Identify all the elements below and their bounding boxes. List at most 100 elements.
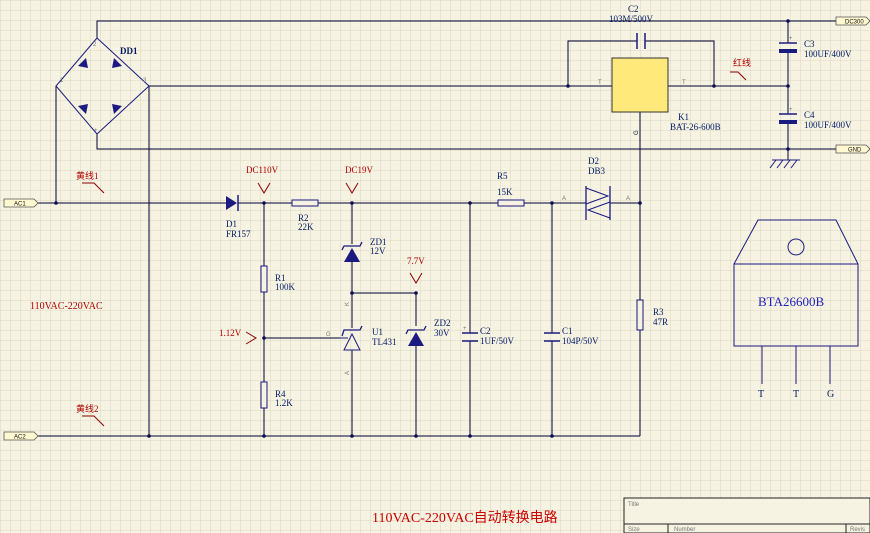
zener-zd1: ZD1 12V (341, 237, 387, 262)
svg-text:C4: C4 (804, 110, 815, 120)
svg-text:T: T (793, 389, 799, 400)
flag-red-wire: 红线 (730, 57, 751, 81)
svg-text:3: 3 (143, 78, 147, 84)
svg-text:+: + (94, 128, 98, 134)
junctions (54, 19, 790, 438)
port-ac1: AC1 (3, 198, 39, 208)
svg-text:1.2K: 1.2K (275, 398, 293, 408)
svg-text:黄线1: 黄线1 (76, 170, 99, 181)
svg-text:R5: R5 (497, 171, 508, 181)
svg-text:D2: D2 (588, 156, 599, 166)
svg-text:100UF/400V: 100UF/400V (804, 49, 852, 59)
svg-text:100UF/400V: 100UF/400V (804, 120, 852, 130)
package-bta26600b: BTA26600B T T G (733, 219, 859, 400)
flag-1v12: 1.12V (219, 328, 257, 345)
flag-7v7: 7.7V (407, 256, 425, 284)
port-gnd: GND (835, 144, 870, 154)
svg-text:104P/50V: 104P/50V (562, 336, 599, 346)
capacitor-c2-top: C2 103M/500V (609, 4, 654, 49)
supply-note: 110VAC-220VAC (30, 301, 103, 312)
svg-text:30V: 30V (434, 328, 450, 338)
svg-text:红线: 红线 (733, 57, 751, 68)
svg-text:T: T (758, 389, 764, 400)
svg-text:Number: Number (674, 527, 695, 533)
svg-text:D1: D1 (226, 219, 237, 229)
svg-text:DC110V: DC110V (246, 165, 279, 175)
capacitor-c1: C1 104P/50V (544, 326, 599, 346)
svg-text:BAT-26-600B: BAT-26-600B (670, 122, 721, 132)
svg-text:GND: GND (848, 148, 862, 154)
svg-text:G: G (634, 130, 640, 135)
regulator-u1: U1 TL431 G K A (326, 302, 397, 375)
svg-text:1.12V: 1.12V (219, 328, 242, 338)
svg-text:100K: 100K (275, 282, 296, 292)
svg-text:T: T (598, 80, 602, 86)
svg-text:K: K (345, 302, 351, 306)
svg-text:DB3: DB3 (588, 166, 606, 176)
svg-text:ZD1: ZD1 (370, 237, 387, 247)
resistor-r2: R2 22K (291, 199, 319, 232)
svg-text:+: + (789, 36, 793, 42)
svg-text:G: G (827, 389, 834, 400)
resistor-r1: R1 100K (260, 265, 296, 293)
svg-text:BTA26600B: BTA26600B (758, 294, 824, 309)
resistor-r3: R3 47R (636, 299, 668, 331)
svg-text:103M/500V: 103M/500V (609, 14, 654, 24)
port-ac2: AC2 (3, 431, 39, 441)
svg-text:FR157: FR157 (226, 229, 251, 239)
svg-text:K1: K1 (678, 112, 689, 122)
svg-text:T: T (682, 80, 686, 86)
svg-text:AC2: AC2 (14, 435, 26, 441)
svg-text:A: A (345, 371, 351, 375)
wires (38, 20, 840, 437)
svg-text:12V: 12V (370, 246, 386, 256)
svg-text:R4: R4 (275, 389, 286, 399)
svg-text:7.7V: 7.7V (407, 256, 425, 266)
svg-text:R1: R1 (275, 273, 286, 283)
flag-dc19v: DC19V (345, 165, 374, 194)
svg-text:Revis: Revis (850, 527, 865, 533)
svg-text:AC1: AC1 (14, 202, 26, 208)
svg-text:47R: 47R (653, 317, 668, 327)
svg-text:2: 2 (93, 42, 97, 48)
flag-dc110v: DC110V (246, 165, 279, 194)
svg-text:DC300: DC300 (845, 20, 864, 26)
diode-d1: D1 FR157 (226, 195, 251, 239)
svg-text:A: A (626, 196, 630, 202)
svg-text:C3: C3 (804, 39, 815, 49)
svg-text:A: A (562, 196, 566, 202)
svg-text:22K: 22K (298, 222, 314, 232)
svg-text:C2: C2 (480, 326, 491, 336)
diagram-title: 110VAC-220VAC自动转换电路 (372, 509, 558, 526)
svg-text:1: 1 (60, 78, 64, 84)
svg-text:Size: Size (628, 527, 640, 533)
bridge-rectifier-dd1: DD1 2 1 3 + (55, 37, 150, 135)
title-block: Title Size Number Revis (623, 497, 870, 533)
svg-text:G: G (326, 332, 331, 338)
zener-zd2: ZD2 30V (405, 318, 451, 346)
svg-text:U1: U1 (372, 327, 383, 337)
triac-k1: T T G K1 BAT-26-600B (598, 57, 721, 135)
svg-text:1UF/50V: 1UF/50V (480, 336, 515, 346)
ground-symbol (769, 159, 800, 169)
resistor-r4: R4 1.2K (260, 381, 293, 409)
resistor-r5: R5 15K (497, 171, 525, 207)
capacitor-c2: + C2 1UF/50V (462, 326, 515, 346)
diac-d2: D2 DB3 A A (562, 156, 630, 220)
svg-text:+: + (789, 107, 793, 113)
capacitor-c3: + C3 100UF/400V (779, 36, 852, 59)
svg-text:+: + (463, 326, 467, 332)
port-dc300: DC300 (835, 16, 870, 26)
flag-yellow-2: 黄线2 (76, 403, 105, 427)
svg-text:DC19V: DC19V (345, 165, 374, 175)
svg-text:Title: Title (628, 502, 640, 508)
svg-text:C1: C1 (562, 326, 573, 336)
svg-text:C2: C2 (628, 4, 639, 14)
svg-text:黄线2: 黄线2 (76, 403, 99, 414)
flag-yellow-1: 黄线1 (76, 170, 105, 194)
svg-text:ZD2: ZD2 (434, 318, 451, 328)
svg-text:TL431: TL431 (372, 337, 397, 347)
